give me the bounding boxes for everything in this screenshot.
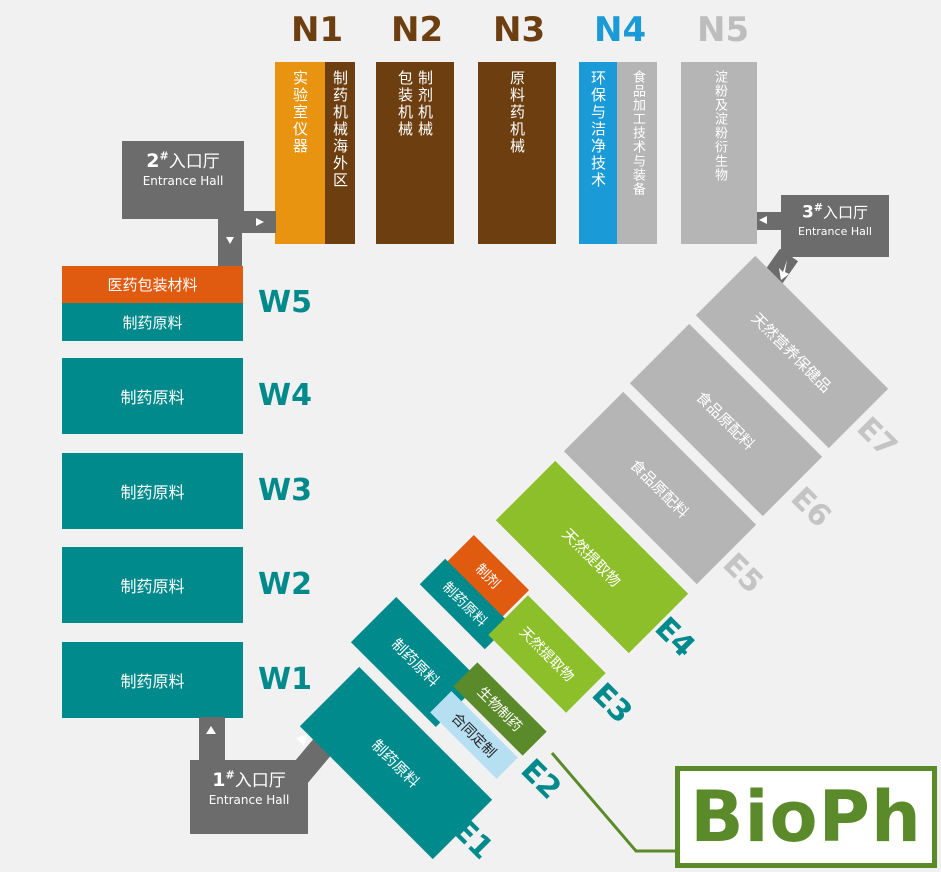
hall-n1-lab-instruments[interactable]: 实验室仪器	[275, 62, 325, 244]
hall-n5-text: 淀粉及淀粉衍生物	[712, 70, 727, 182]
arrow-right-icon	[246, 218, 264, 226]
hall-n1-lab-text: 实验室仪器	[291, 70, 309, 155]
hall-n1-overseas[interactable]: 制药机械海外区	[325, 62, 355, 244]
entrance-1-cn: 入口厅	[234, 771, 286, 791]
hall-label-n5: N5	[697, 10, 750, 50]
hall-w2-text: 制药原料	[120, 577, 185, 596]
entrance-1-corridor-north	[199, 717, 225, 763]
hall-label-n2: N2	[391, 10, 444, 50]
entrance-1-en: Entrance Hall	[208, 793, 290, 807]
entrance-3-arrows	[759, 216, 789, 280]
hall-w1-text: 制药原料	[120, 672, 185, 691]
hall-n1-overseas-text: 制药机械海外区	[331, 70, 349, 189]
entrance-3-en: Entrance Hall	[798, 224, 872, 238]
entrance-3-cn: 入口厅	[823, 203, 869, 222]
entrance-2-en: Entrance Hall	[142, 174, 224, 188]
hall-w4-text: 制药原料	[120, 388, 185, 407]
hall-w3-text: 制药原料	[120, 483, 185, 502]
entrance-hall-2[interactable]: 2#入口厅 Entrance Hall	[122, 141, 244, 219]
entrance-3-num: 3	[801, 202, 814, 223]
hall-label-w3: W3	[258, 473, 312, 508]
hall-w5-top-text: 医药包装材料	[107, 276, 198, 294]
entrance-1-mark: #	[225, 768, 235, 782]
hall-label-w2: W2	[258, 567, 312, 602]
hall-w5-packaging[interactable]: 医药包装材料	[62, 266, 243, 303]
arrow-left-icon	[759, 216, 777, 224]
hall-n4-environment[interactable]: 环保与洁净技术	[579, 62, 617, 244]
logo-pointer-line	[550, 752, 676, 853]
entrance-2-arrows	[226, 218, 264, 244]
entrance-hall-3[interactable]: 3#入口厅 Entrance Hall	[781, 195, 889, 257]
hall-w4[interactable]: 制药原料	[62, 358, 243, 434]
hall-w5-raw[interactable]: 制药原料	[62, 303, 243, 341]
hall-n5[interactable]: 淀粉及淀粉衍生物	[681, 62, 757, 244]
hall-e6-text: 食品原配料	[692, 387, 759, 454]
entrance-2-num: 2	[146, 150, 160, 172]
entrance-hall-1[interactable]: 1#入口厅 Entrance Hall	[190, 760, 308, 834]
entrance-1-arrows	[206, 726, 308, 752]
hall-label-n3: N3	[493, 10, 546, 50]
hall-n2-text-b: 制剂机械	[416, 70, 434, 138]
hall-n4-food-text: 食品加工技术与装备	[630, 70, 645, 196]
hall-w2[interactable]: 制药原料	[62, 547, 243, 623]
arrow-up-icon	[206, 726, 216, 748]
hall-e2-a-text: 制药原料	[388, 634, 444, 690]
hall-n2-text-a: 包装机械	[396, 70, 414, 138]
hall-label-w1: W1	[258, 662, 312, 697]
entrance-3-corridor-west	[757, 212, 783, 230]
entrance-1-num: 1	[212, 769, 226, 791]
hall-n3[interactable]: 原料药机械	[478, 62, 556, 244]
hall-n4-env-text: 环保与洁净技术	[589, 70, 607, 189]
logo-text: BioPh	[690, 776, 922, 858]
hall-w1[interactable]: 制药原料	[62, 642, 243, 718]
arrow-up-right-icon	[292, 734, 308, 752]
entrance-2-cn: 入口厅	[168, 152, 220, 172]
hall-label-n1: N1	[291, 10, 344, 50]
hall-w3[interactable]: 制药原料	[62, 453, 243, 529]
hall-e3-a-text: 制剂	[471, 561, 503, 593]
hall-label-n4: N4	[594, 10, 647, 50]
arrow-down-icon	[226, 225, 234, 244]
hall-n4-food[interactable]: 食品加工技术与装备	[617, 62, 657, 244]
hall-label-w4: W4	[258, 378, 312, 413]
hall-label-w5: W5	[258, 285, 312, 320]
hall-n2[interactable]: 包装机械 制剂机械	[376, 62, 454, 244]
hall-w5-bottom-text: 制药原料	[122, 313, 183, 332]
hall-e4-text: 天然提取物	[558, 524, 625, 591]
hall-e5-text: 食品原配料	[626, 455, 693, 522]
hall-e1-text: 制药原料	[368, 735, 424, 791]
entrance-3-mark: #	[813, 201, 824, 214]
bioph-logo: BioPh	[675, 766, 937, 868]
arrow-down-left-icon	[779, 260, 789, 280]
entrance-2-mark: #	[159, 149, 169, 163]
hall-n3-text: 原料药机械	[508, 70, 526, 155]
